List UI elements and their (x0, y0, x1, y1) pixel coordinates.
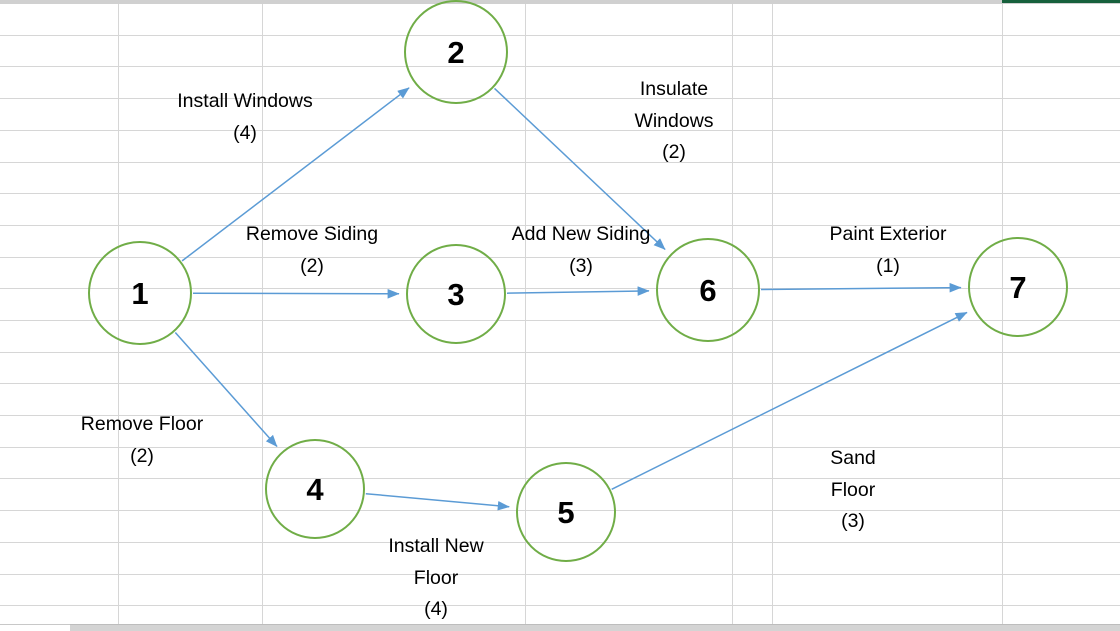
node-3[interactable]: 3 (406, 244, 506, 344)
grid-row-line (0, 574, 1120, 575)
edge-label-1-3: Remove Siding (2) (245, 223, 379, 277)
grid-row-line (0, 447, 1120, 448)
sheet-top-band (0, 0, 1120, 4)
sheet-bottom-band (70, 624, 1120, 631)
edge-label-1-4: Remove Floor (2) (80, 413, 204, 467)
grid-row-line (0, 605, 1120, 606)
grid-row-line (0, 352, 1120, 353)
node-1[interactable]: 1 (88, 241, 192, 345)
grid-column-line (525, 0, 526, 631)
edge-label-5-7: Sand Floor (3) (830, 447, 876, 533)
node-4[interactable]: 4 (265, 439, 365, 539)
grid-row-line (0, 35, 1120, 36)
grid-row-line (0, 288, 1120, 289)
node-6[interactable]: 6 (656, 238, 760, 342)
grid-row-line (0, 320, 1120, 321)
node-label: 2 (447, 34, 465, 70)
edge-label-2-6: Insulate Windows (2) (634, 78, 714, 164)
node-5[interactable]: 5 (516, 462, 616, 562)
node-7[interactable]: 7 (968, 237, 1068, 337)
edge-label-6-7: Paint Exterior (1) (829, 223, 947, 277)
selected-cell-accent-line (1002, 0, 1120, 3)
node-2[interactable]: 2 (404, 0, 508, 104)
edge-label-3-6: Add New Siding (3) (511, 223, 651, 277)
node-label: 5 (557, 494, 575, 530)
grid-row-line (0, 415, 1120, 416)
edge-label-1-2: Install Windows (4) (177, 90, 313, 144)
node-label: 6 (699, 272, 717, 308)
edge-label-4-5: Install New Floor (4) (388, 535, 484, 621)
grid-row-line (0, 66, 1120, 67)
node-label: 7 (1009, 269, 1027, 305)
grid-row-line (0, 383, 1120, 384)
node-label: 4 (306, 471, 324, 507)
node-label: 1 (131, 275, 149, 311)
node-label: 3 (447, 276, 465, 312)
grid-row-line (0, 257, 1120, 258)
grid-column-line (262, 0, 263, 631)
